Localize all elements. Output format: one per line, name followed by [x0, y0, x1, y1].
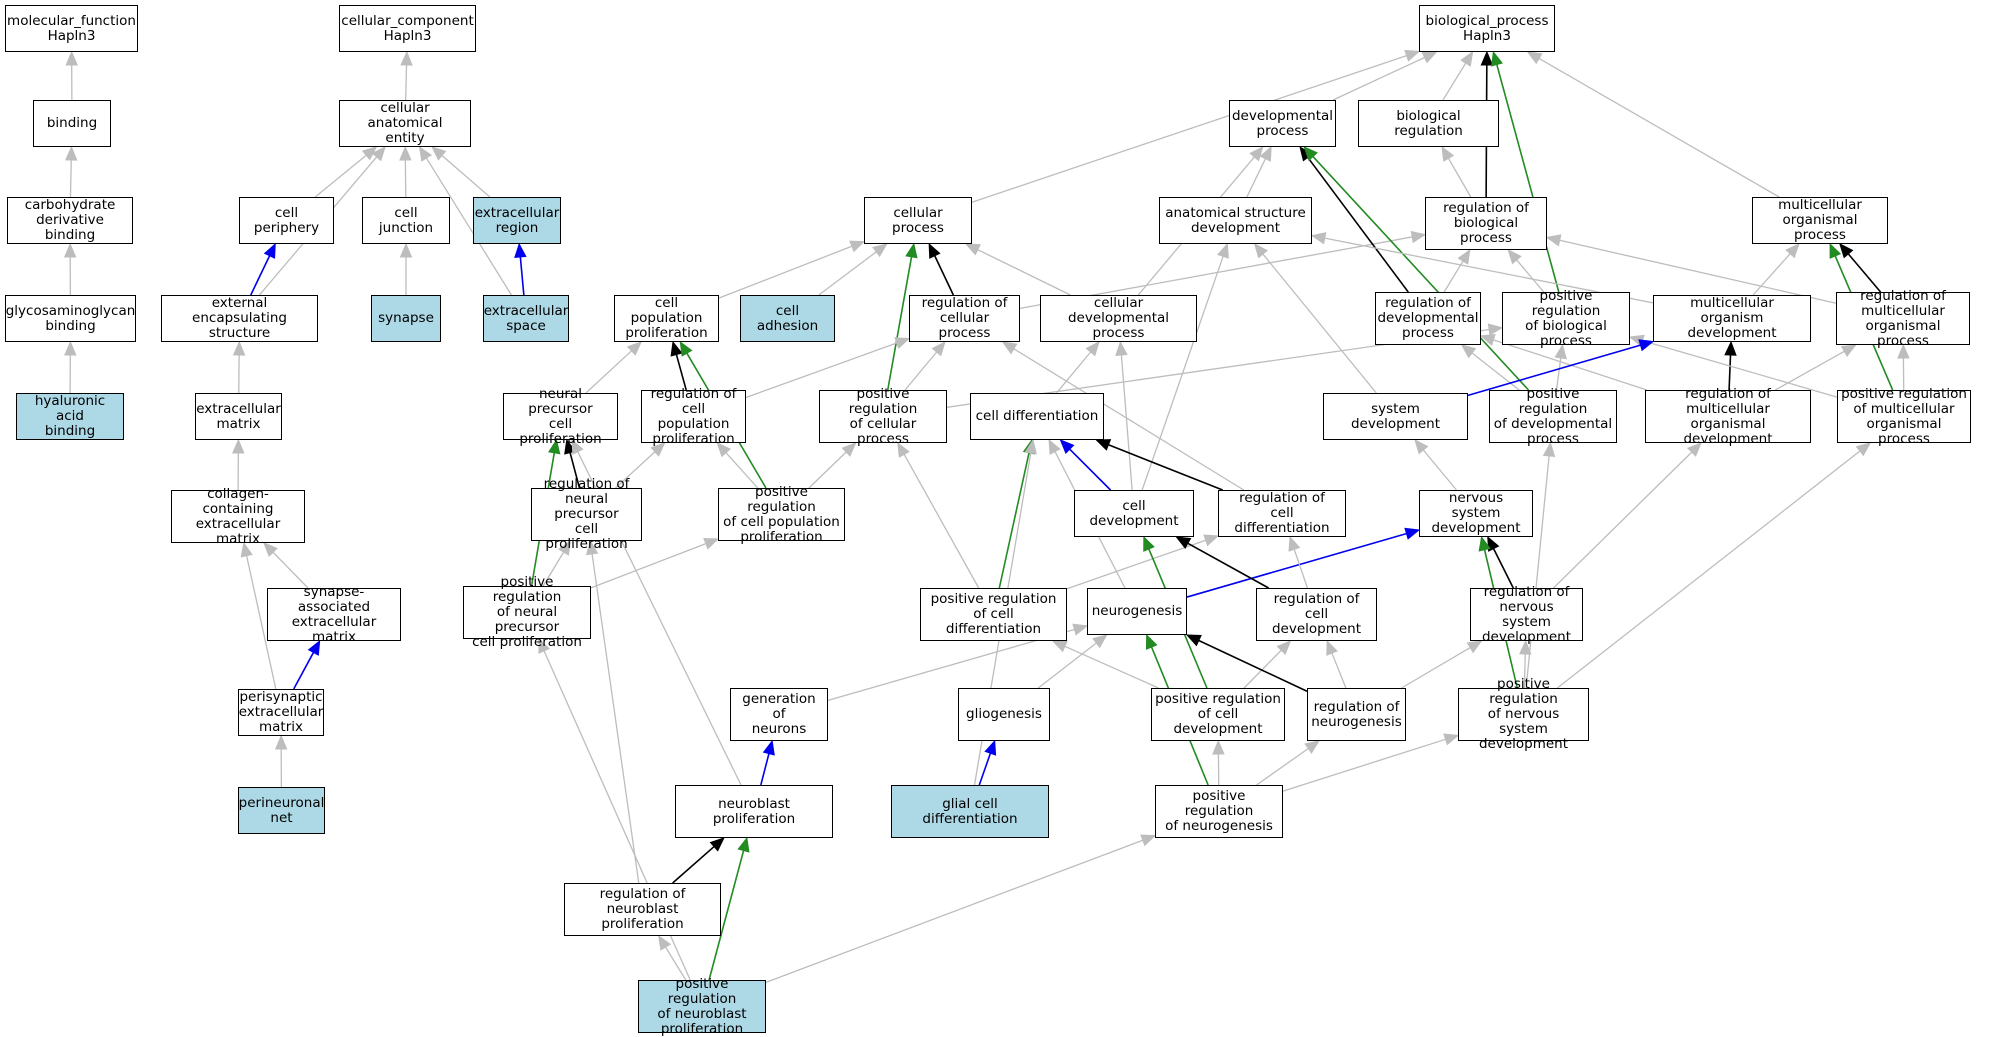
node-glial-cell-differentiation[interactable]: glial cell differentiation	[891, 785, 1049, 838]
node-neural-precursor-cell-proliferation[interactable]: neural precursor cell proliferation	[503, 393, 618, 440]
node-regulation-of-cellular-process[interactable]: regulation of cellular process	[909, 295, 1020, 342]
node-biological-process-root[interactable]: biological_process Hapln3	[1419, 5, 1555, 52]
node-nervous-system-development[interactable]: nervous system development	[1419, 490, 1533, 537]
node-cell-periphery[interactable]: cell periphery	[239, 197, 334, 244]
node-positive-regulation-of-biological-process[interactable]: positive regulation of biological proces…	[1502, 292, 1630, 345]
node-cellular-process[interactable]: cellular process	[864, 197, 972, 244]
node-regulation-of-cell-development[interactable]: regulation of cell development	[1256, 588, 1377, 641]
node-synapse-associated-extracellular-matrix[interactable]: synapse-associated extracellular matrix	[267, 588, 401, 641]
node-developmental-process[interactable]: developmental process	[1229, 100, 1336, 147]
node-molecular-function-root[interactable]: molecular_function Hapln3	[5, 5, 138, 52]
node-regulation-of-neurogenesis[interactable]: regulation of neurogenesis	[1307, 688, 1406, 741]
node-generation-of-neurons[interactable]: generation of neurons	[730, 688, 828, 741]
node-collagen-containing-extracellular-matrix[interactable]: collagen-containing extracellular matrix	[171, 490, 305, 543]
node-cell-development[interactable]: cell development	[1074, 490, 1194, 537]
node-cell-differentiation[interactable]: cell differentiation	[970, 393, 1104, 440]
node-external-encapsulating-structure[interactable]: external encapsulating structure	[161, 295, 318, 342]
node-system-development[interactable]: system development	[1323, 393, 1468, 440]
node-positive-regulation-of-neural-precursor-cell-proliferation[interactable]: positive regulation of neural precursor …	[463, 586, 591, 639]
node-biological-regulation[interactable]: biological regulation	[1358, 100, 1499, 147]
node-positive-regulation-of-cell-population-proliferation[interactable]: positive regulation of cell population p…	[718, 488, 845, 541]
node-cellular-developmental-process[interactable]: cellular developmental process	[1040, 295, 1197, 342]
node-positive-regulation-of-developmental-process[interactable]: positive regulation of developmental pro…	[1489, 390, 1617, 443]
node-perisynaptic-extracellular-matrix[interactable]: perisynaptic extracellular matrix	[238, 689, 324, 736]
node-positive-regulation-of-neuroblast-proliferation[interactable]: positive regulation of neuroblast prolif…	[638, 980, 766, 1033]
node-synapse[interactable]: synapse	[371, 295, 441, 342]
node-carbohydrate-derivative-binding[interactable]: carbohydrate derivative binding	[7, 197, 133, 244]
node-cell-adhesion[interactable]: cell adhesion	[740, 295, 835, 342]
node-regulation-of-multicellular-organismal-development[interactable]: regulation of multicellular organismal d…	[1645, 390, 1811, 443]
node-positive-regulation-of-cell-development[interactable]: positive regulation of cell development	[1151, 688, 1285, 741]
node-regulation-of-nervous-system-development[interactable]: regulation of nervous system development	[1470, 588, 1583, 641]
node-glycosaminoglycan-binding[interactable]: glycosaminoglycan binding	[5, 295, 136, 342]
node-regulation-of-biological-process[interactable]: regulation of biological process	[1425, 197, 1547, 250]
node-hyaluronic-acid-binding[interactable]: hyaluronic acid binding	[16, 393, 124, 440]
node-regulation-of-cell-population-proliferation[interactable]: regulation of cell population proliferat…	[641, 390, 746, 443]
node-multicellular-organismal-process[interactable]: multicellular organismal process	[1752, 197, 1888, 244]
node-cell-junction[interactable]: cell junction	[362, 197, 450, 244]
node-gliogenesis[interactable]: gliogenesis	[958, 688, 1050, 741]
node-regulation-of-developmental-process[interactable]: regulation of developmental process	[1375, 292, 1481, 345]
node-regulation-of-neural-precursor-cell-proliferation[interactable]: regulation of neural precursor cell prol…	[531, 488, 642, 541]
node-cellular-component-root[interactable]: cellular_component Hapln3	[339, 5, 476, 52]
node-positive-regulation-of-nervous-system-development[interactable]: positive regulation of nervous system de…	[1458, 688, 1589, 741]
node-positive-regulation-of-cellular-process[interactable]: positive regulation of cellular process	[819, 390, 947, 443]
node-extracellular-space[interactable]: extracellular space	[483, 295, 569, 342]
node-regulation-of-cell-differentiation[interactable]: regulation of cell differentiation	[1218, 490, 1346, 537]
node-positive-regulation-of-cell-differentiation[interactable]: positive regulation of cell differentiat…	[920, 588, 1067, 641]
node-neuroblast-proliferation[interactable]: neuroblast proliferation	[675, 785, 833, 838]
node-binding[interactable]: binding	[33, 100, 111, 147]
node-positive-regulation-of-multicellular-organismal-process[interactable]: positive regulation of multicellular org…	[1837, 390, 1971, 443]
node-anatomical-structure-development[interactable]: anatomical structure development	[1159, 197, 1312, 244]
node-extracellular-region[interactable]: extracellular region	[473, 197, 561, 244]
node-neurogenesis[interactable]: neurogenesis	[1087, 588, 1187, 635]
node-extracellular-matrix[interactable]: extracellular matrix	[195, 393, 282, 440]
node-positive-regulation-of-neurogenesis[interactable]: positive regulation of neurogenesis	[1155, 785, 1283, 838]
node-perineuronal-net[interactable]: perineuronal net	[238, 787, 325, 834]
node-multicellular-organism-development[interactable]: multicellular organism development	[1653, 295, 1811, 342]
node-cellular-anatomical-entity[interactable]: cellular anatomical entity	[339, 100, 471, 147]
node-regulation-of-multicellular-organismal-process[interactable]: regulation of multicellular organismal p…	[1836, 292, 1970, 345]
node-cell-population-proliferation[interactable]: cell population proliferation	[614, 295, 719, 342]
node-regulation-of-neuroblast-proliferation[interactable]: regulation of neuroblast proliferation	[564, 883, 721, 936]
